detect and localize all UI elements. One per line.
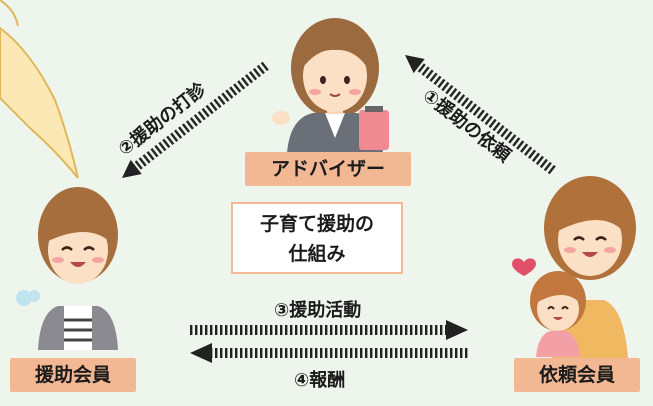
arrow-step1 [405,55,558,176]
arrow-step3 [190,320,468,340]
center-title-line2: 仕組み [288,243,346,265]
step4-text: ④報酬 [294,370,346,391]
center-title-box: 子育て援助の 仕組み [231,202,403,274]
advisor-label: アドバイザー [245,152,411,186]
center-title-line1: 子育て援助の [259,213,374,235]
requester-label: 依頼会員 [514,358,640,392]
helper-label: 援助会員 [10,358,136,392]
arrow-step2 [122,60,271,178]
advisor-illustration [272,18,389,153]
heart-icon [512,258,536,276]
breath-puff [16,290,32,306]
arrow-step4 [190,343,468,363]
speech-bubble [0,26,79,179]
step3-text: ③援助活動 [274,300,362,321]
helper-illustration [38,187,118,350]
child-illustration [530,271,586,357]
requester-illustration [544,176,636,358]
